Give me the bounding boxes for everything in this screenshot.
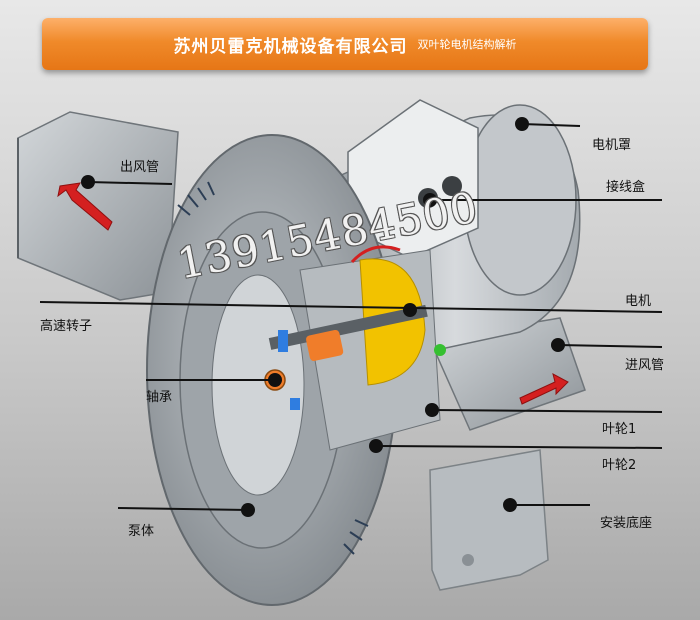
label-rotor: 高速转子 <box>40 319 93 334</box>
label-impeller-1: 叶轮1 <box>602 422 637 437</box>
diagram-subtitle: 双叶轮电机结构解析 <box>417 38 517 51</box>
outlet-pipe <box>17 111 179 301</box>
leader-lines <box>39 123 663 511</box>
label-motor-cover: 电机罩 <box>592 138 632 153</box>
outlet-arrow <box>57 182 113 231</box>
pump-fins <box>177 181 369 555</box>
label-base: 安装底座 <box>600 516 653 531</box>
label-outlet: 出风管 <box>120 160 160 175</box>
label-junction-box: 接线盒 <box>606 180 646 195</box>
label-pump-body: 泵体 <box>128 524 155 539</box>
leader-dots <box>81 117 565 517</box>
company-name: 苏州贝雷克机械设备有限公司 <box>173 36 408 57</box>
title-banner: 苏州贝雷克机械设备有限公司 双叶轮电机结构解析 <box>42 18 648 70</box>
label-inlet: 进风管 <box>625 358 665 373</box>
label-impeller-2: 叶轮2 <box>602 458 637 473</box>
label-bearing: 轴承 <box>146 390 173 405</box>
mounting-base <box>429 449 549 591</box>
label-motor: 电机 <box>625 294 652 309</box>
rotor-coupling <box>306 329 344 361</box>
inlet-arrow <box>519 373 569 405</box>
